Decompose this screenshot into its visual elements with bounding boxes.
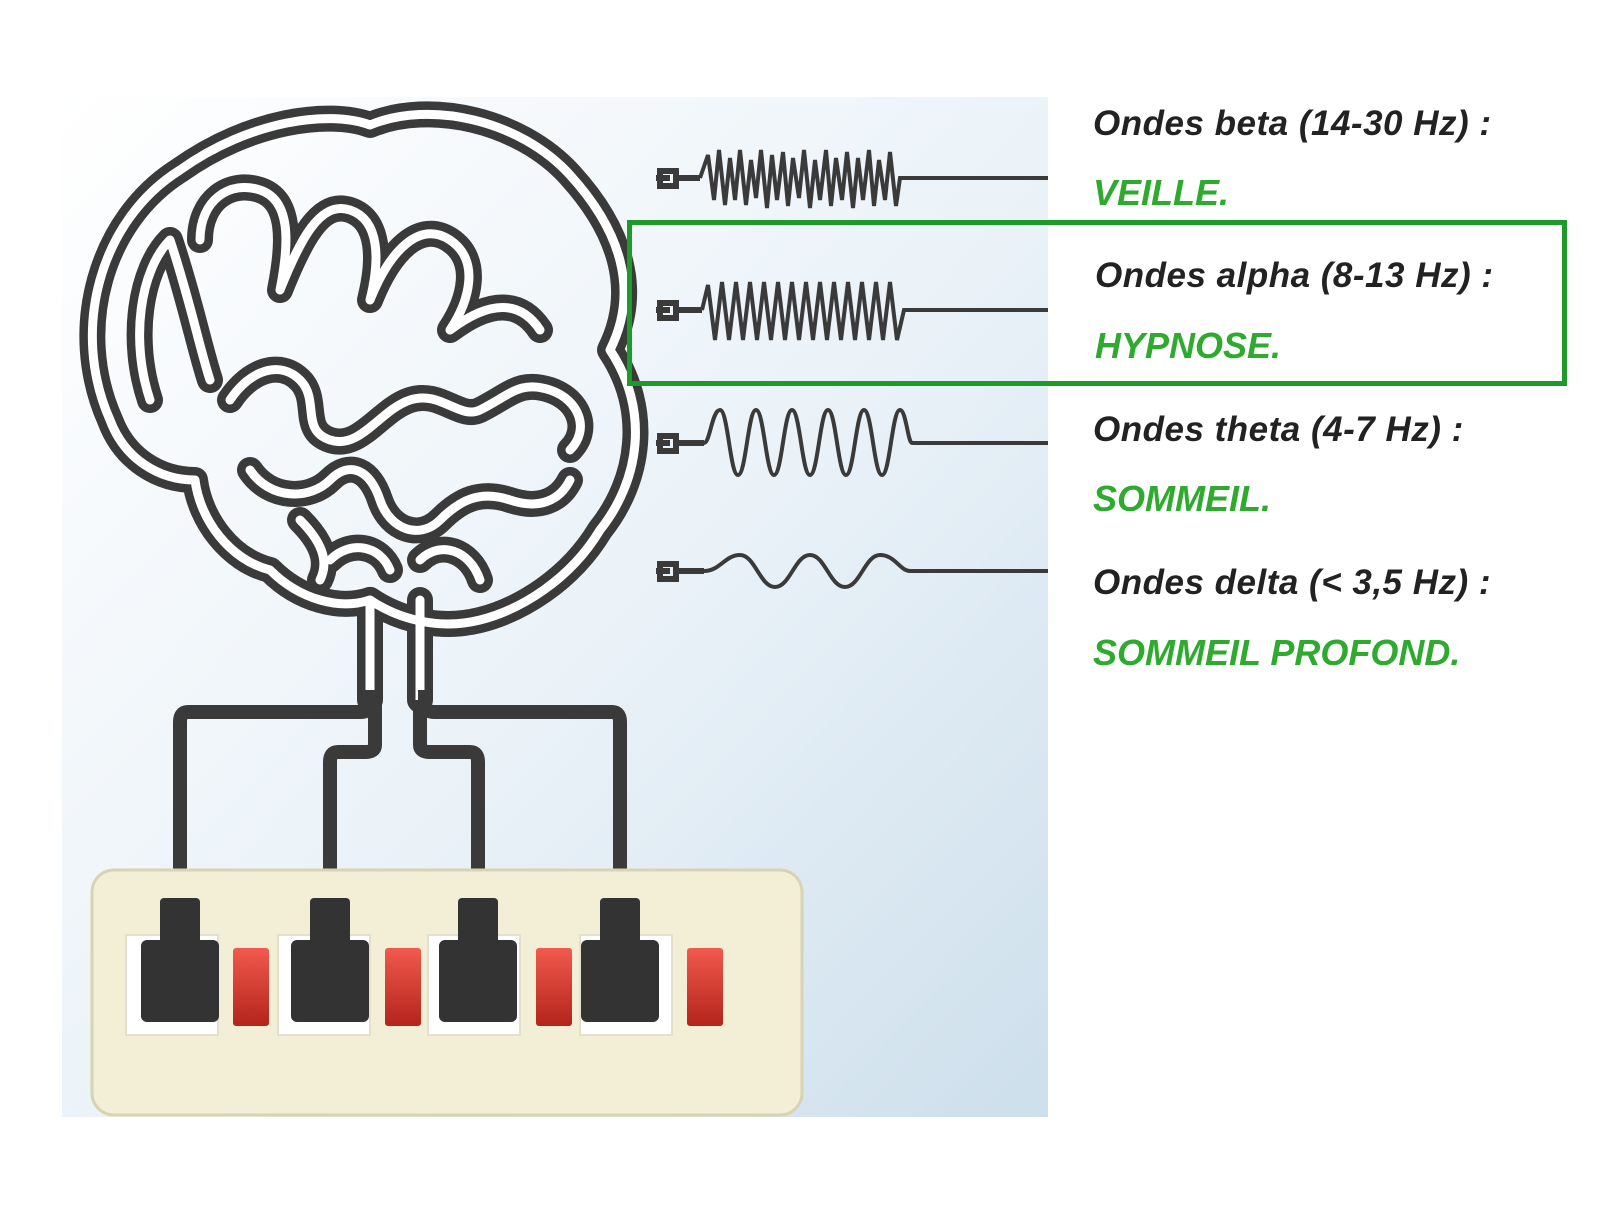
highlight-box (627, 220, 1567, 386)
wave-state-delta: SOMMEIL PROFOND. (1093, 632, 1461, 673)
wave-icon (698, 149, 1048, 209)
brain-icon (79, 101, 649, 713)
wave-beta (656, 149, 1048, 209)
wave-icon (702, 407, 1048, 478)
wave-state-beta: VEILLE. (1093, 172, 1230, 213)
wave-label-alpha: Ondes alpha (8-13 Hz) : (1095, 256, 1494, 295)
wave-state-theta: SOMMEIL. (1093, 478, 1271, 519)
plug-icon (656, 433, 704, 454)
wave-label-theta: Ondes theta (4-7 Hz) : (1093, 410, 1464, 449)
wave-state-alpha: HYPNOSE. (1095, 325, 1282, 366)
plug-icon (656, 300, 702, 321)
plug-icon (656, 561, 704, 582)
wave-icon (703, 552, 1048, 590)
wave-delta (656, 552, 1048, 590)
power-strip-icon (90, 868, 804, 1117)
wave-alpha (656, 281, 1048, 341)
plug-icon (656, 168, 700, 189)
wave-theta (656, 407, 1048, 478)
wave-icon (700, 281, 1048, 341)
wave-label-delta: Ondes delta (< 3,5 Hz) : (1093, 563, 1492, 602)
brain-cables (173, 690, 627, 905)
wave-label-beta: Ondes beta (14-30 Hz) : (1093, 104, 1492, 143)
